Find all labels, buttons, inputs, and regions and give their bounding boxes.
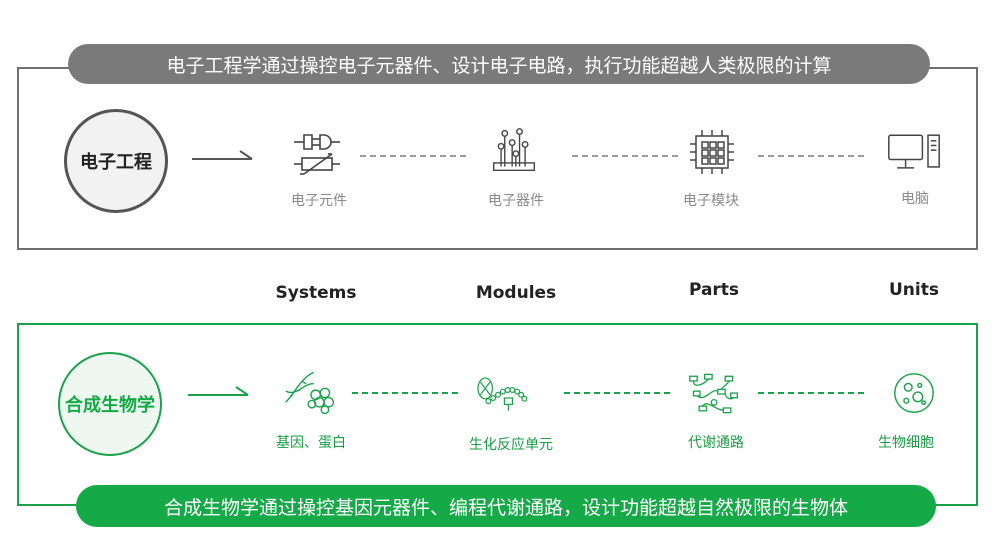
engineering-item-label: 电脑 [901,191,929,207]
biology-item-label: 代谢通路 [688,435,744,451]
dashed-connector [572,155,678,157]
engineering-banner: 电子工程学通过操控电子元器件、设计电子电路，执行功能超越人类极限的计算 [68,44,930,84]
biochemical-unit-icon [477,377,528,411]
engineering-item-label: 电子模块 [683,193,739,209]
engineering-item-label: 电子元件 [291,193,347,209]
cell-icon [894,373,934,413]
dashed-connector [564,392,670,394]
dashed-connector [758,155,864,157]
computer-icon [888,134,940,169]
biology-item-label: 基因、蛋白 [276,435,346,451]
category-modules: Modules [475,283,557,303]
chip-module-icon [690,130,734,174]
category-units: Units [889,280,939,300]
engineering-title-circle: 电子工程 [64,109,168,213]
arrow-right-icon [188,386,249,396]
biology-item-label: 生物细胞 [878,435,934,451]
dna-protein-icon [285,371,335,415]
biology-banner: 合成生物学通过操控基因元器件、编程代谢通路，设计功能超越自然极限的生物体 [76,485,936,527]
electronic-component-icon [294,134,340,175]
biology-item-label: 生化反应单元 [469,437,553,453]
dashed-connector [352,392,458,394]
category-parts: Parts [688,280,740,300]
dashed-connector [360,155,466,157]
engineering-item-label: 电子器件 [488,193,544,209]
metabolic-pathway-icon [689,373,738,414]
dashed-connector [758,392,864,394]
biology-title-circle: 合成生物学 [58,352,162,456]
category-systems: Systems [275,283,357,303]
arrow-right-icon [192,150,253,160]
electronic-device-icon [493,128,535,171]
